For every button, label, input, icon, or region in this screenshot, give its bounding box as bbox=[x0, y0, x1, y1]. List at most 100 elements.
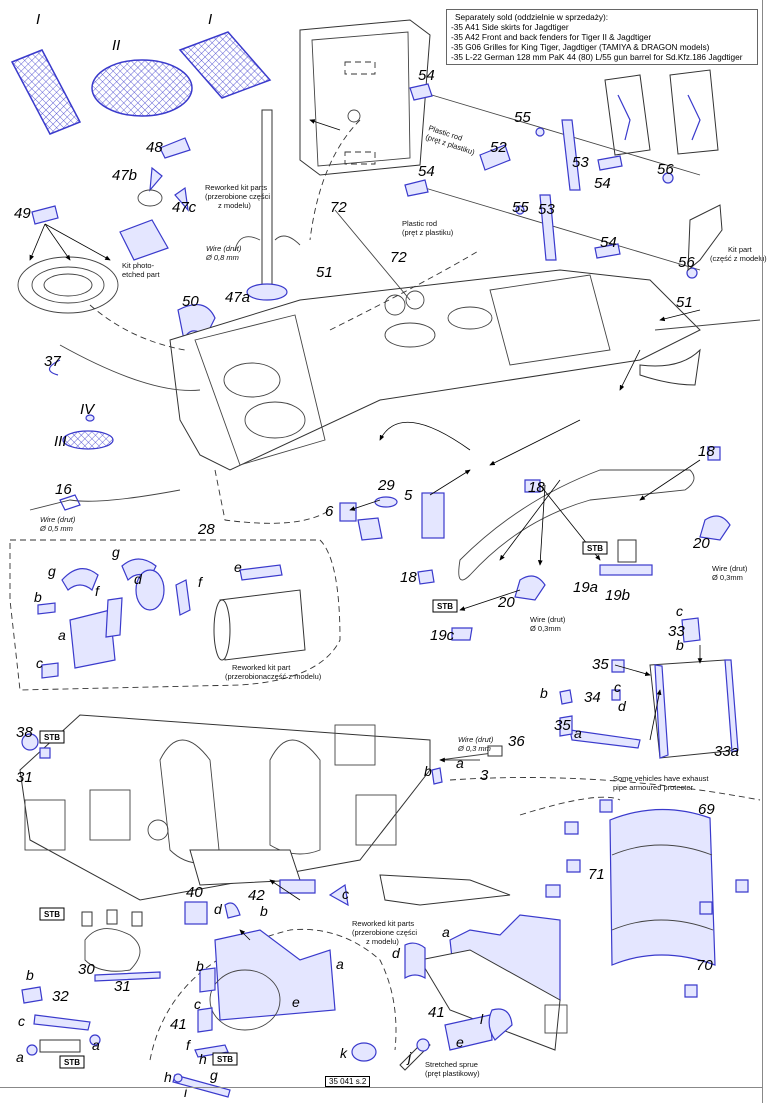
note: Ø 0,3 mm bbox=[457, 744, 491, 753]
part-label: 35 bbox=[592, 656, 609, 673]
part-numbers: I II I 48 47b 47c 49 47a 50 37 IV III 16… bbox=[14, 11, 739, 1100]
part-29 bbox=[374, 496, 398, 508]
grille-I-right bbox=[178, 31, 272, 99]
note: Wire (drut) bbox=[40, 515, 76, 524]
part-label: 20 bbox=[692, 535, 710, 552]
part-label: h bbox=[199, 1051, 207, 1067]
part-label: 51 bbox=[676, 294, 693, 311]
part-label: 38 bbox=[16, 724, 33, 741]
part-label: 18 bbox=[698, 443, 715, 460]
part-37 bbox=[48, 359, 61, 376]
part-label: d bbox=[392, 945, 401, 961]
part-label: g bbox=[112, 544, 120, 560]
frame-border bbox=[762, 0, 763, 1103]
part-label: 72 bbox=[390, 249, 407, 266]
part-label: 5 bbox=[404, 487, 413, 504]
part-label: a bbox=[336, 956, 344, 972]
part-label: b bbox=[26, 967, 34, 983]
note: etched part bbox=[122, 270, 160, 279]
part-label: a bbox=[16, 1049, 24, 1065]
part-label: 55 bbox=[514, 109, 531, 126]
part-label: c bbox=[614, 679, 621, 695]
stb-tag: STB bbox=[217, 1055, 233, 1064]
note: Ø 0,3mm bbox=[712, 573, 743, 582]
note: Ø 0,8 mm bbox=[205, 253, 239, 262]
part-label: 19c bbox=[430, 627, 455, 644]
part-label: 47a bbox=[225, 289, 250, 306]
note: Plastic rod bbox=[402, 219, 437, 228]
part-label: 16 bbox=[55, 481, 72, 498]
grille-I-left bbox=[10, 49, 82, 135]
part-label: b bbox=[260, 903, 268, 919]
part-20-b bbox=[699, 515, 731, 541]
leader-lines bbox=[89, 119, 481, 524]
part-label: 52 bbox=[490, 139, 507, 156]
part-label: d bbox=[214, 901, 223, 917]
part-label: d bbox=[618, 698, 627, 714]
part-label: e bbox=[292, 994, 300, 1010]
rod-51 bbox=[654, 319, 761, 331]
part-label: g bbox=[210, 1067, 218, 1083]
frame-border bbox=[0, 1087, 763, 1088]
exhaust-protector-69 bbox=[545, 799, 749, 998]
part-label: III bbox=[54, 433, 67, 450]
part-label: 18 bbox=[400, 569, 417, 586]
part-label: h bbox=[164, 1069, 172, 1085]
part-label: 32 bbox=[52, 988, 69, 1005]
part-19c bbox=[451, 627, 473, 641]
note: Kit photo- bbox=[122, 261, 155, 270]
bracket-34-35 bbox=[559, 689, 641, 749]
part-label: a bbox=[574, 725, 582, 741]
part-40-42 bbox=[184, 879, 349, 925]
part-label: 55 bbox=[512, 199, 529, 216]
part-label: 47c bbox=[172, 199, 197, 216]
part-label: 53 bbox=[538, 201, 555, 218]
note: Wire (drut) bbox=[458, 735, 494, 744]
fan-assembly-49 bbox=[17, 205, 119, 314]
part-label: 31 bbox=[16, 769, 33, 786]
part-19a bbox=[599, 564, 653, 576]
part-label: b bbox=[540, 685, 548, 701]
part-label: 69 bbox=[698, 801, 715, 818]
separately-sold-box: Separately sold (oddzielnie w sprzedaży)… bbox=[446, 9, 758, 65]
part-label: 37 bbox=[44, 353, 61, 370]
note: Kit part bbox=[728, 245, 753, 254]
part-label: c bbox=[342, 886, 349, 902]
stb-tag: STB bbox=[44, 733, 60, 742]
grille-II-round bbox=[91, 59, 193, 117]
note: Stretched sprue bbox=[425, 1060, 478, 1069]
rear-hull-lower bbox=[19, 714, 431, 901]
muffler-28 bbox=[37, 558, 306, 679]
part-label: 29 bbox=[377, 477, 395, 494]
part-label: 54 bbox=[418, 163, 435, 180]
part-label: 30 bbox=[78, 961, 95, 978]
rear-plate bbox=[299, 19, 431, 176]
note: Wire (drut) bbox=[712, 564, 748, 573]
rear-idler-arm bbox=[379, 874, 511, 906]
part-label: 31 bbox=[114, 978, 131, 995]
part-label: a bbox=[456, 755, 464, 771]
part-label: c bbox=[36, 655, 43, 671]
part-label: b bbox=[424, 763, 432, 779]
part-label: 42 bbox=[248, 887, 265, 904]
part-label: c bbox=[18, 1013, 25, 1029]
part-label: a bbox=[92, 1037, 100, 1053]
idler-assembly-41-left bbox=[172, 929, 336, 1098]
part-label: I bbox=[208, 11, 212, 28]
stb-tags: STB STB STB STB STB STB bbox=[39, 541, 608, 1069]
note: Some vehicles have exhaust bbox=[613, 774, 709, 783]
part-32 bbox=[21, 986, 101, 1056]
part-label: 54 bbox=[418, 67, 435, 84]
stb-tag: STB bbox=[587, 544, 603, 553]
box-33 bbox=[611, 617, 739, 759]
idler-assembly-41-right bbox=[351, 914, 568, 1071]
part-label: 56 bbox=[657, 161, 674, 178]
part-label: 53 bbox=[572, 154, 589, 171]
part-5 bbox=[421, 492, 445, 539]
part-label: d bbox=[134, 571, 143, 587]
note: Reworked kit parts bbox=[205, 183, 267, 192]
part-label: 33a bbox=[714, 743, 739, 760]
part-label: j bbox=[406, 1049, 412, 1065]
part-label: 49 bbox=[14, 205, 31, 222]
